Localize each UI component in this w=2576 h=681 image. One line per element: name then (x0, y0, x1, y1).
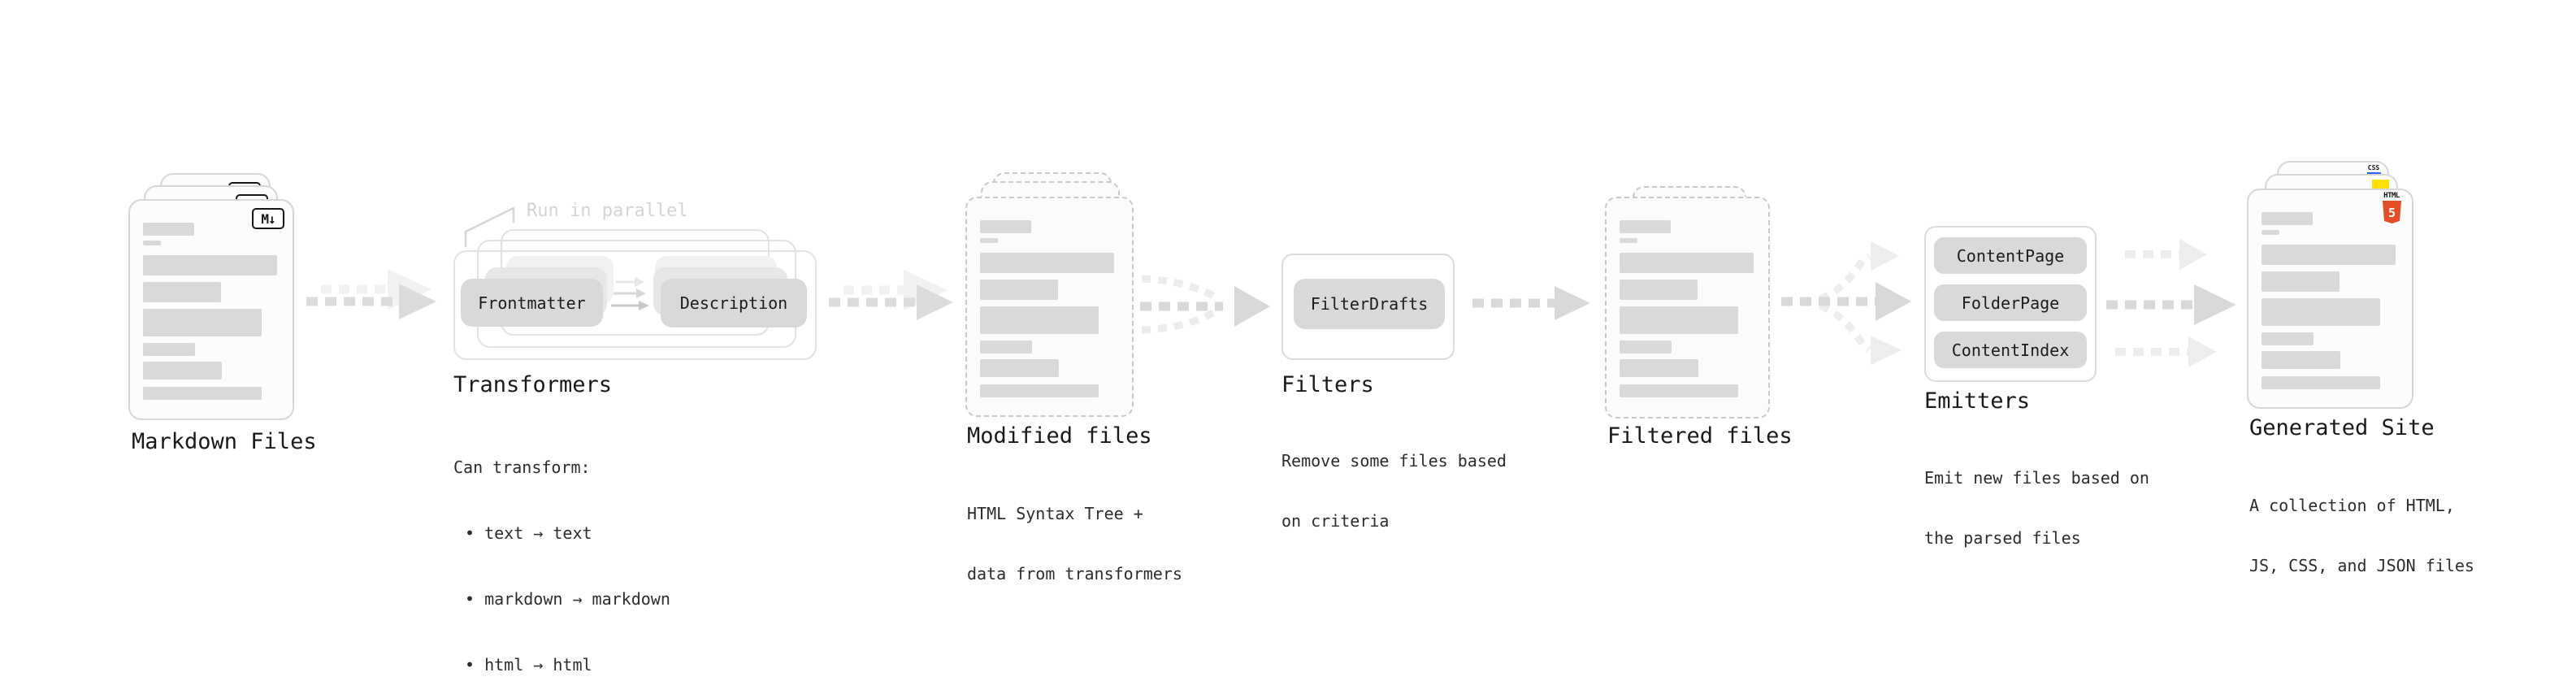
stage-title-filters: Filters (1281, 372, 1374, 397)
placeholder-bar (2262, 332, 2314, 345)
emitter-pill-folderpage: FolderPage (1934, 284, 2087, 321)
arrow-filters-to-filtered (1472, 286, 1590, 320)
doc-placeholder-lines (130, 201, 293, 419)
placeholder-bar (2262, 298, 2380, 326)
placeholder-bar (1620, 280, 1698, 300)
desc-line: the parsed files (1924, 527, 2081, 548)
stage-label-generated-site: Generated Site (2249, 415, 2435, 440)
placeholder-bar (1620, 340, 1672, 354)
emitter-pill-contentindex: ContentIndex (1934, 332, 2087, 368)
emitters-description: Emit new files based on the parsed files (1924, 428, 2149, 588)
placeholder-bar (143, 241, 161, 245)
filters-description: Remove some files based on criteria (1281, 411, 1507, 570)
desc-line: Emit new files based on (1924, 468, 2149, 488)
desc-bullet: • html → html (465, 655, 592, 674)
stage-title-emitters: Emitters (1924, 388, 2031, 414)
run-in-parallel-note: Run in parallel (527, 201, 688, 221)
placeholder-bar (980, 280, 1058, 300)
placeholder-bar (2262, 245, 2396, 265)
html5-badge-icon: HTML 5 (2381, 193, 2402, 223)
arrow-emitters-to-generated (2106, 239, 2236, 367)
placeholder-bar (143, 387, 262, 400)
placeholder-bar (1620, 359, 1698, 377)
markdown-icon: M↓ (252, 208, 284, 229)
note-leader-line (464, 206, 515, 248)
placeholder-bar (2262, 230, 2279, 235)
placeholder-bar (2262, 376, 2380, 389)
arrow-filtered-to-emitters (1781, 241, 1911, 365)
placeholder-bar (980, 253, 1114, 273)
placeholder-bar (1620, 306, 1738, 334)
desc-line: A collection of HTML, (2249, 496, 2455, 515)
stage-title-transformers: Transformers (453, 372, 613, 397)
placeholder-bar (1620, 220, 1671, 233)
desc-line: Remove some files based (1281, 451, 1507, 471)
transformer-pill-frontmatter: Frontmatter (461, 279, 603, 327)
doc-placeholder-lines (2249, 190, 2412, 407)
placeholder-bar (1620, 253, 1754, 273)
css-badge-icon: CSS (2366, 165, 2381, 176)
placeholder-bar (143, 255, 277, 275)
transformer-pill-description: Description (661, 279, 807, 327)
placeholder-bar (980, 384, 1099, 397)
desc-line: on criteria (1281, 510, 1390, 531)
generated-site-description: A collection of HTML, JS, CSS, and JSON … (2249, 456, 2474, 615)
desc-bullet: • text → text (465, 523, 592, 543)
filter-pill-filterdrafts: FilterDrafts (1294, 279, 1445, 329)
emitter-pill-contentpage: ContentPage (1934, 237, 2087, 274)
placeholder-bar (1620, 238, 1637, 243)
doc-placeholder-lines (1607, 198, 1768, 417)
css-badge-label: CSS (2367, 164, 2380, 171)
modified-files-description: HTML Syntax Tree + data from transformer… (967, 464, 1182, 623)
placeholder-bar (2262, 271, 2340, 292)
desc-line: HTML Syntax Tree + (967, 504, 1143, 523)
desc-line: data from transformers (967, 563, 1182, 583)
desc-bullet: • markdown → markdown (465, 589, 670, 609)
css-badge-bar (2366, 172, 2381, 176)
placeholder-bar (1620, 384, 1738, 397)
desc-heading: Can transform: (453, 458, 591, 477)
stage-label-modified-files: Modified files (967, 423, 1152, 449)
placeholder-bar (143, 223, 194, 236)
arrow-modified-to-filters (1140, 275, 1270, 334)
placeholder-bar (980, 340, 1032, 354)
file-card-front (1605, 197, 1770, 419)
file-card-front: M↓ (128, 199, 294, 420)
js-badge-icon (2372, 180, 2389, 189)
placeholder-bar (980, 306, 1099, 334)
transformers-frame-front (453, 250, 817, 360)
file-card-front (965, 197, 1134, 417)
placeholder-bar (980, 220, 1031, 233)
stage-label-markdown-files: Markdown Files (132, 429, 317, 454)
placeholder-bar (143, 282, 221, 302)
stage-label-filtered-files: Filtered files (1607, 423, 1793, 449)
placeholder-bar (2262, 212, 2313, 225)
html5-shield-icon: 5 (2382, 201, 2401, 223)
placeholder-bar (2262, 351, 2340, 369)
html5-badge-label: HTML (2383, 192, 2400, 200)
file-card-front: HTML 5 (2247, 189, 2413, 409)
placeholder-bar (980, 238, 998, 243)
parallel-mini-arrows (611, 277, 649, 310)
placeholder-bar (980, 359, 1059, 377)
transformers-description: Can transform: • text → text • markdown … (453, 413, 670, 681)
desc-line: JS, CSS, and JSON files (2249, 555, 2474, 575)
arrow-markdown-to-transformers (306, 269, 436, 319)
placeholder-bar (143, 343, 195, 356)
svg-text:5: 5 (2387, 206, 2395, 220)
arrow-transformers-to-modified (829, 270, 953, 320)
placeholder-bar (143, 309, 262, 336)
placeholder-bar (143, 362, 222, 380)
doc-placeholder-lines (967, 198, 1132, 415)
